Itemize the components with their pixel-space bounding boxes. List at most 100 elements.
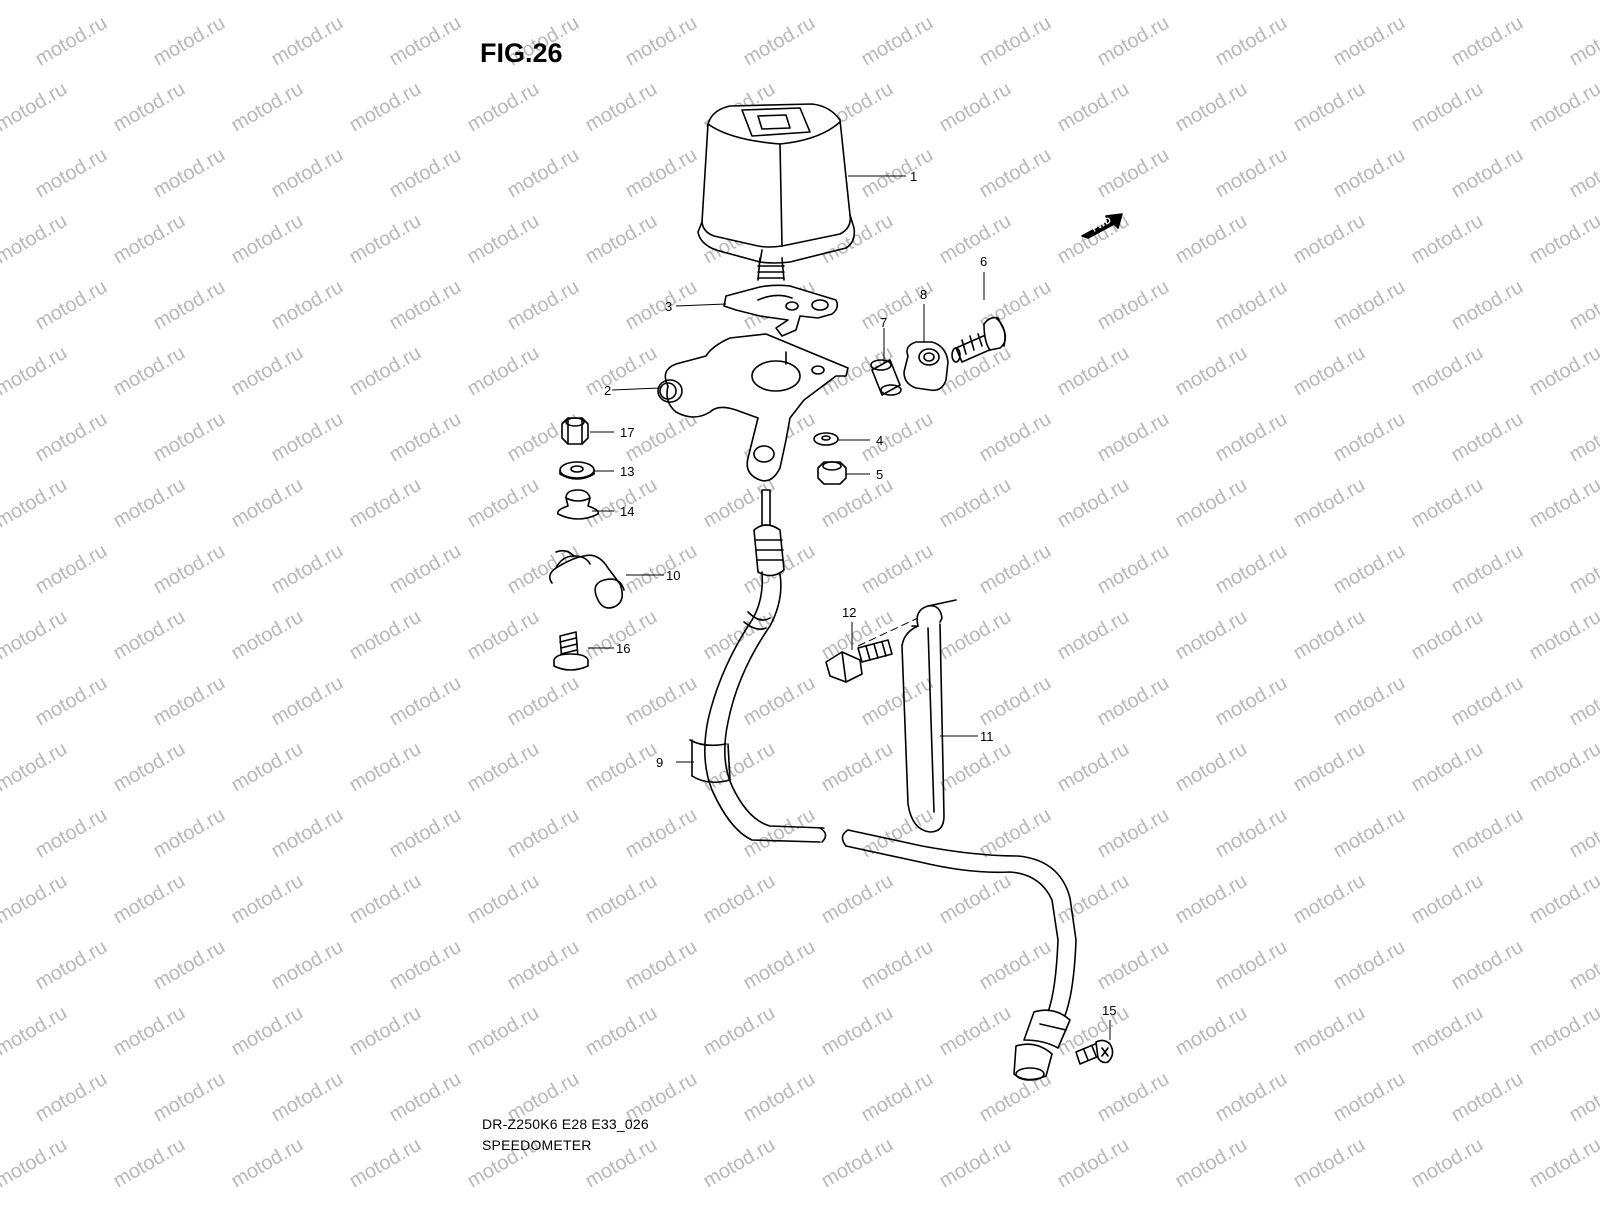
watermark-text: motod.ru [1054,0,1133,4]
watermark-text: motod.ru [386,276,465,335]
watermark-text: motod.ru [818,1002,897,1061]
watermark-text: motod.ru [582,1002,661,1061]
watermark-text: motod.ru [228,1134,307,1193]
watermark-text: motod.ru [0,870,71,929]
watermark-text: motod.ru [582,78,661,137]
watermark-text: motod.ru [1408,474,1487,533]
watermark-text: motod.ru [1094,804,1173,863]
watermark-text: motod.ru [1172,78,1251,137]
watermark-text: motod.ru [346,0,425,4]
watermark-text: motod.ru [622,540,701,599]
watermark-text: motod.ru [1408,738,1487,797]
watermark-text: motod.ru [1408,1134,1487,1193]
watermark-text: motod.ru [1172,870,1251,929]
watermark-text: motod.ru [936,870,1015,929]
watermark-text: motod.ru [1408,210,1487,269]
watermark-text: motod.ru [1094,408,1173,467]
watermark-text: motod.ru [1526,474,1600,533]
watermark-text: motod.ru [1290,0,1369,4]
watermark-text: motod.ru [1408,870,1487,929]
watermark-text: motod.ru [464,474,543,533]
callout-9: 9 [656,755,663,770]
watermark-text: motod.ru [150,936,229,995]
watermark-text: motod.ru [228,606,307,665]
watermark-text: motod.ru [464,870,543,929]
watermark-text: motod.ru [700,0,779,4]
watermark-text: motod.ru [386,144,465,203]
watermark-text: motod.ru [346,210,425,269]
watermark-text: motod.ru [1290,78,1369,137]
watermark-text: motod.ru [1566,12,1600,71]
watermark-text: motod.ru [268,804,347,863]
callout-14: 14 [620,504,634,519]
watermark-text: motod.ru [386,1068,465,1127]
watermark-text: motod.ru [0,738,71,797]
watermark-text: motod.ru [858,936,937,995]
watermark-text: motod.ru [858,408,937,467]
watermark-text: motod.ru [346,606,425,665]
watermark-text: motod.ru [268,540,347,599]
watermark-text: motod.ru [700,606,779,665]
watermark-text: motod.ru [32,408,111,467]
watermark-text: motod.ru [1094,672,1173,731]
watermark-text: motod.ru [818,738,897,797]
watermark-text: motod.ru [1448,408,1527,467]
watermark-text: motod.ru [976,672,1055,731]
watermark-text: motod.ru [858,12,937,71]
callout-15: 15 [1102,1003,1116,1018]
watermark-text: motod.ru [110,78,189,137]
watermark-text: motod.ru [976,936,1055,995]
watermark-text: motod.ru [386,804,465,863]
watermark-text: motod.ru [268,276,347,335]
watermark-text: motod.ru [976,804,1055,863]
watermark-text: motod.ru [1408,78,1487,137]
watermark-text: motod.ru [740,804,819,863]
watermark-text: motod.ru [386,672,465,731]
watermark-text: motod.ru [1212,540,1291,599]
watermark-text: motod.ru [1448,276,1527,335]
watermark-text: motod.ru [1290,210,1369,269]
watermark-text: motod.ru [268,672,347,731]
watermark-text: motod.ru [858,276,937,335]
watermark-text: motod.ru [1054,1134,1133,1193]
watermark-text: motod.ru [582,210,661,269]
watermark-text: motod.ru [0,210,71,269]
watermark-text: motod.ru [268,1068,347,1127]
callout-5: 5 [876,467,883,482]
watermark-text: motod.ru [32,672,111,731]
watermark-text: motod.ru [582,738,661,797]
watermark-text: motod.ru [1526,738,1600,797]
watermark-text: motod.ru [150,276,229,335]
watermark-text: motod.ru [32,276,111,335]
watermark-text: motod.ru [622,12,701,71]
watermark-text: motod.ru [1566,276,1600,335]
watermark-text: motod.ru [1172,738,1251,797]
screw [554,632,588,670]
watermark-text: motod.ru [1448,936,1527,995]
watermark-text: motod.ru [110,210,189,269]
callout-12: 12 [842,605,856,620]
callout-8: 8 [920,287,927,302]
callout-2: 2 [604,383,611,398]
watermark-text: motod.ru [1566,144,1600,203]
watermark-text: motod.ru [1054,606,1133,665]
watermark-text: motod.ru [32,936,111,995]
watermark-text: motod.ru [1212,936,1291,995]
watermark-text: motod.ru [1094,936,1173,995]
nut [562,418,588,444]
watermark-text: motod.ru [1526,1134,1600,1193]
watermark-text: motod.ru [1212,144,1291,203]
section-name: SPEEDOMETER [482,1137,592,1153]
watermark-text: motod.ru [1448,540,1527,599]
watermark-text: motod.ru [0,606,71,665]
watermark-text: motod.ru [976,12,1055,71]
watermark-text: motod.ru [700,1134,779,1193]
watermark-text: motod.ru [32,540,111,599]
callout-16: 16 [616,641,630,656]
watermark-text: motod.ru [346,738,425,797]
watermark-text: motod.ru [32,12,111,71]
callout-6: 6 [980,254,987,269]
watermark-text: motod.ru [1448,12,1527,71]
watermark-text: motod.ru [622,804,701,863]
cable-band [902,600,956,832]
